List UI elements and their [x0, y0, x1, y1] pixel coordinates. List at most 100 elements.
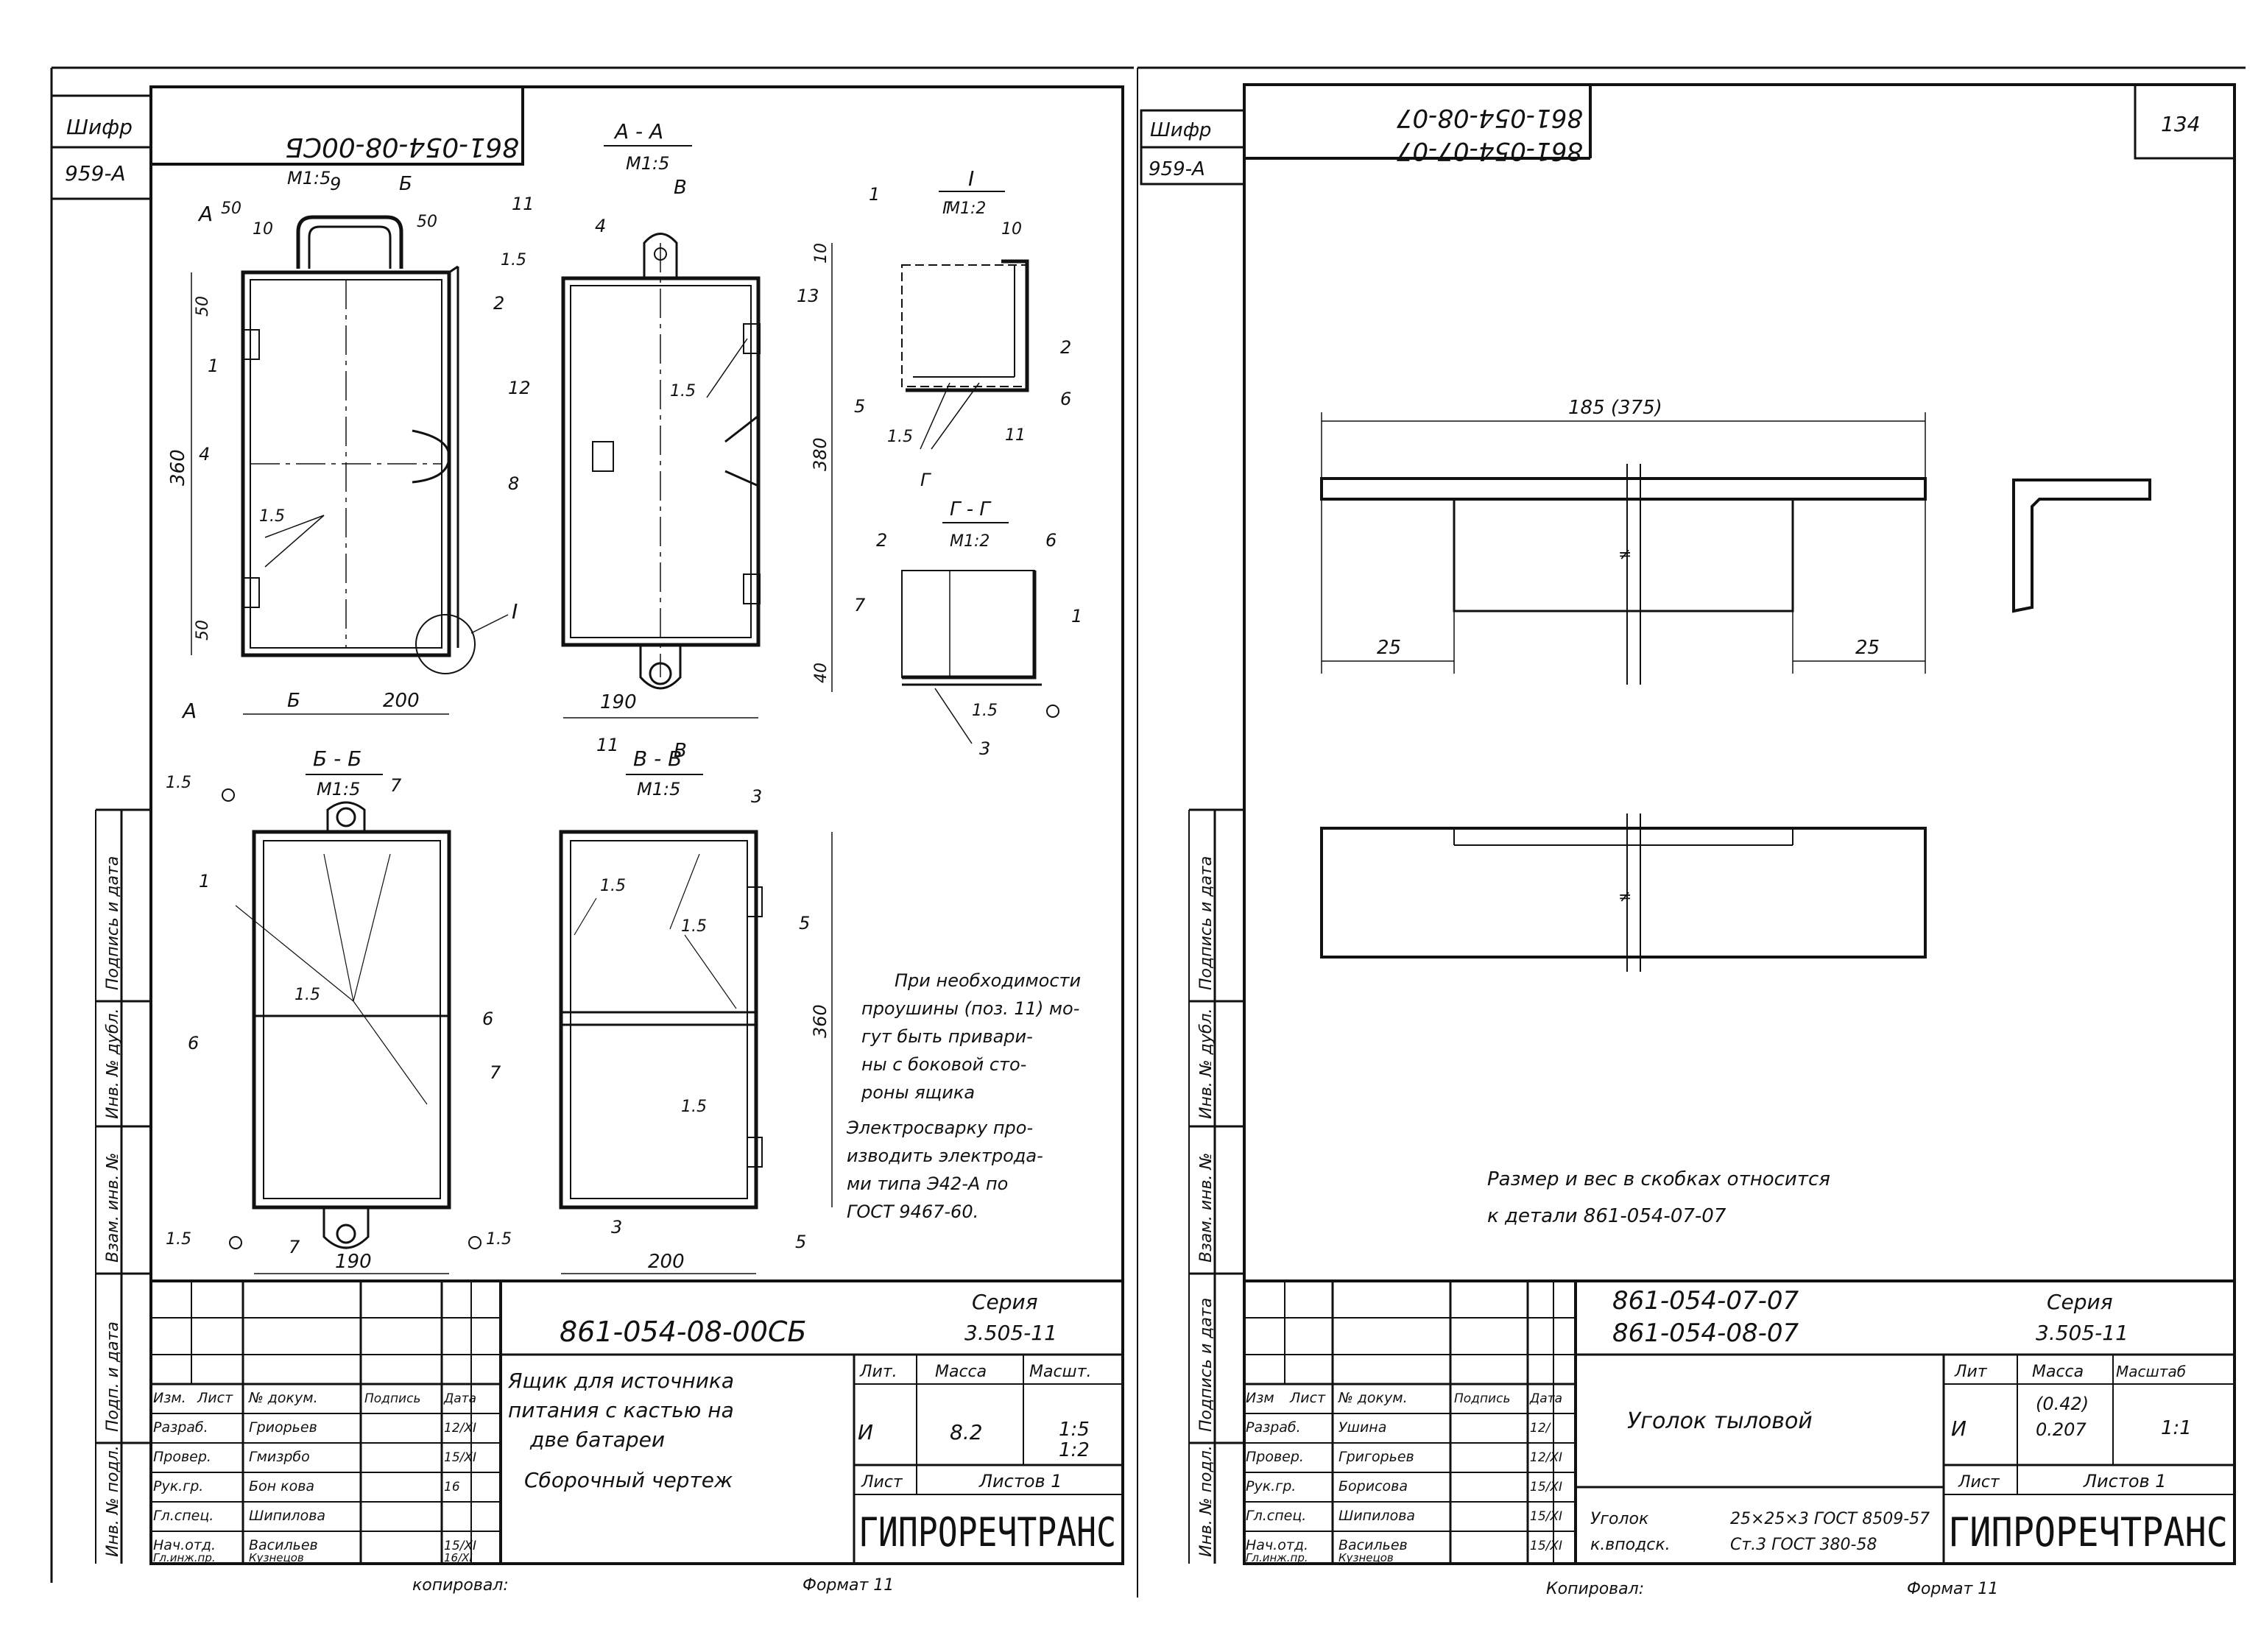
pos-6-gg: 6 — [1045, 530, 1057, 551]
left-designation: 861-054-08-00СБ — [560, 1316, 807, 1348]
detail-i-ref: I — [512, 599, 518, 624]
stamp-h-sign: Подпись — [364, 1391, 420, 1406]
right-series-label: Серия — [2047, 1290, 2113, 1314]
weld-mark-bb: 1.5 — [294, 986, 320, 1004]
left-top-code-mirrored: 861-054-08-00СБ — [285, 132, 519, 162]
angle-plan: ≠ — [1320, 813, 1927, 972]
pos-1-gg: 1 — [1071, 606, 1082, 626]
right-material-spec-1: Ст.3 ГОСТ 380-58 — [1730, 1536, 1877, 1554]
pos-5-vv-b: 5 — [795, 1232, 806, 1252]
right-org: ГИПРОРЕЧТРАНС — [1948, 1509, 2228, 1556]
r-stamp-r2-date: 15/XI — [1530, 1480, 1562, 1494]
pos-2-main: 2 — [493, 293, 504, 314]
stamp-r5-date: 16/XI — [444, 1551, 473, 1564]
stamp-r4-name: Васильев — [249, 1537, 318, 1553]
pos-3-vv: 3 — [751, 786, 762, 807]
r-side-label-2: Взам. инв. № — [1197, 1153, 1216, 1263]
right-title: Уголок тыловой — [1627, 1408, 1813, 1434]
left-scale-label: Масшт. — [1029, 1363, 1092, 1381]
right-cipher-value: 959-А — [1149, 158, 1205, 180]
side-label-signature: Подпись и дата — [104, 856, 122, 990]
left-cipher-value: 959-А — [65, 161, 126, 186]
stamp-r1-date: 15/XI — [444, 1450, 476, 1465]
angle-elevation: 185 (375) ≠ 25 25 — [1320, 397, 1927, 685]
note-line-7: ми типа Э42-А по — [847, 1173, 1008, 1194]
left-lit-value: И — [858, 1420, 873, 1444]
r-stamp-h-4: Дата — [1529, 1391, 1562, 1406]
right-note-0: Размер и вес в скобках относится — [1487, 1168, 1830, 1190]
right-scale-value: 1:1 — [2161, 1417, 2192, 1439]
stamp-r2-name: Бон кова — [249, 1478, 314, 1494]
note-line-8: ГОСТ 9467-60. — [847, 1201, 978, 1222]
right-sheets-label: Листов 1 — [2083, 1471, 2167, 1492]
section-v-top: В — [674, 177, 687, 199]
right-note-1: к детали 861-054-07-07 — [1487, 1205, 1726, 1227]
pos-8-aa: 8 — [508, 473, 519, 494]
note-line-6: изводить электрода- — [847, 1146, 1043, 1166]
right-top-code-mirrored-1: 861-054-08-07 — [1397, 103, 1583, 133]
pos-11-det: 11 — [1005, 426, 1026, 445]
dim-right: 25 — [1855, 637, 1880, 659]
left-inner-frame — [149, 85, 1124, 1565]
dim-main-height: 360 — [167, 449, 189, 486]
note-line-4: роны ящика — [861, 1082, 975, 1103]
pos-11-aa: 11 — [596, 735, 619, 755]
r-stamp-h-2: № докум. — [1338, 1390, 1408, 1406]
angle-profile — [2012, 479, 2151, 613]
weld-mark-main-2: 1.5 — [501, 251, 526, 269]
right-inner-frame — [1243, 83, 2236, 1565]
dim-aa-40: 40 — [812, 663, 830, 683]
right-mass-value-0: (0.42) — [2036, 1394, 2089, 1414]
r-side-label-3: Подпись и дата — [1197, 1298, 1216, 1432]
dim-aa-10: 10 — [812, 243, 830, 264]
right-scale-label: Масштаб — [2116, 1363, 2186, 1380]
stamp-r3-role: Гл.спец. — [153, 1508, 214, 1524]
right-designation-1: 861-054-08-07 — [1612, 1319, 1799, 1348]
left-sheet: Шифр 959-А 861-054-08-00СБ Подпись и дат… — [50, 66, 1134, 1595]
left-scale-value-0: 1:5 — [1059, 1419, 1090, 1441]
pos-1-bb: 1 — [199, 871, 210, 892]
right-series-value: 3.505-11 — [2036, 1321, 2128, 1345]
dim-aa-height: 380 — [810, 437, 830, 471]
pos-7-gg: 7 — [854, 595, 866, 615]
dim-bb-width: 190 — [335, 1251, 372, 1273]
section-a-top: А — [197, 202, 213, 226]
note-line-1: проушины (поз. 11) мо- — [861, 998, 1079, 1019]
aa-title: А - А — [613, 119, 663, 144]
left-title-line-0: Ящик для источника — [507, 1369, 734, 1393]
left-copied: копировал: — [412, 1576, 509, 1595]
r-stamp-r1-name: Григорьев — [1338, 1449, 1414, 1465]
left-title-line-1: питания с кастью на — [508, 1398, 734, 1422]
weld-mark-vv-1: 1.5 — [600, 877, 626, 895]
detail-i: I М1:2 1 2 6 5 1.5 Г Г 10 11 — [854, 166, 1071, 490]
dim-overall: 185 (375) — [1568, 397, 1662, 419]
r-stamp-r0-name: Ушина — [1338, 1419, 1386, 1436]
weld-mark-det: 1.5 — [887, 428, 913, 446]
dim-main-bottom50: 50 — [194, 620, 212, 640]
right-designation-0: 861-054-07-07 — [1612, 1286, 1799, 1316]
bb-scale: М1:5 — [317, 779, 360, 799]
main-view: М1:5 360 50 50 200 Б 50 10 9 — [167, 168, 535, 723]
weld-mark-bb-bl: 1.5 — [166, 1230, 191, 1249]
right-title-block: Изм Лист № докум. Подпись Дата Разраб. У… — [1244, 1279, 2234, 1598]
dim-main-10: 10 — [253, 220, 273, 239]
r-stamp-r1-role: Провер. — [1246, 1449, 1304, 1465]
left-doc-type: Сборочный чертеж — [524, 1468, 733, 1492]
r-stamp-h-3: Подпись — [1454, 1391, 1510, 1406]
right-material-spec-0: 25×25×3 ГОСТ 8509-57 — [1730, 1510, 1930, 1528]
pos-1-main: 1 — [208, 356, 219, 376]
weld-mark-bb-tl: 1.5 — [166, 774, 191, 792]
weld-mark-main: 1.5 — [259, 507, 285, 526]
left-org: ГИПРОРЕЧТРАНС — [858, 1509, 1116, 1556]
stamp-r1-role: Провер. — [153, 1449, 211, 1465]
break-mark-2: ≠ — [1618, 888, 1632, 906]
vv-scale: М1:5 — [637, 779, 680, 799]
r-side-label-1: Инв. № дубл. — [1197, 1008, 1216, 1119]
bb-title: Б - Б — [313, 746, 361, 771]
pos-4-main: 4 — [199, 444, 210, 465]
r-stamp-r5-role: Гл.инж.пр. — [1246, 1551, 1308, 1564]
pos-11-main: 11 — [512, 194, 535, 214]
r-side-label-0: Подпись и дата — [1197, 856, 1216, 990]
pos-7-bb-top: 7 — [390, 775, 402, 796]
gg-scale: М1:2 — [950, 532, 990, 551]
